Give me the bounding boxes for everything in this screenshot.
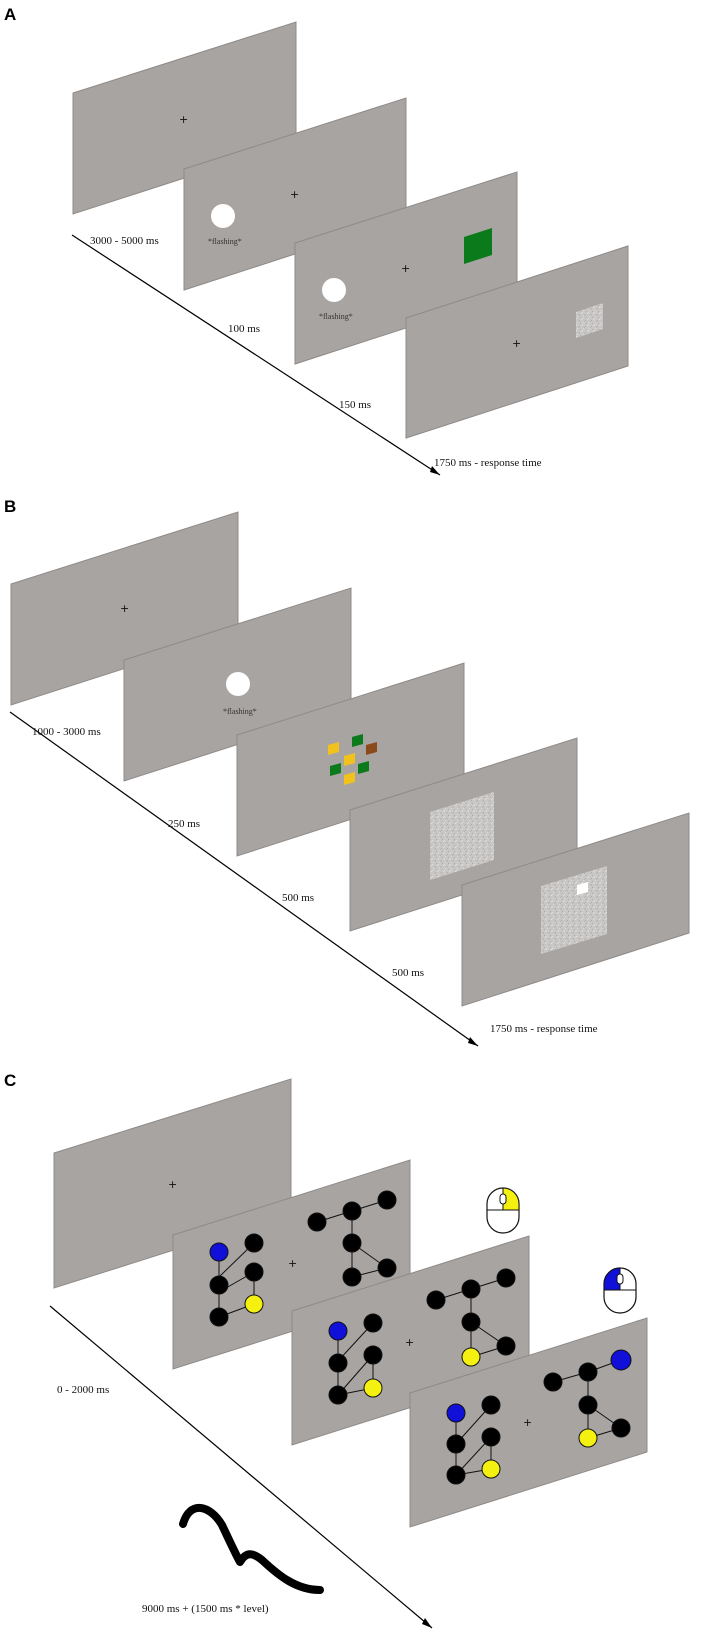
panel-letter-b: B <box>4 497 16 516</box>
fixation-cross: + <box>401 262 410 275</box>
mouse-left-click-icon <box>603 1267 637 1314</box>
fixation-cross: + <box>288 1257 297 1270</box>
screen-a4: + <box>405 245 629 439</box>
timing-label: 9000 ms + (1500 ms * level) <box>142 1603 269 1615</box>
mouse-right-click-icon <box>486 1187 520 1234</box>
screen-b5 <box>461 812 690 1007</box>
timeline-arrow-a <box>71 234 441 476</box>
screen-c3: + <box>291 1235 530 1446</box>
green-square <box>464 228 492 264</box>
timing-label: 3000 - 5000 ms <box>90 235 159 247</box>
panel-a: A + *flashing* + *flashing* + <box>4 5 629 476</box>
white-disc <box>211 204 235 228</box>
timing-label: 100 ms <box>228 323 260 335</box>
flashing-label: *flashing* <box>319 312 353 321</box>
fixation-cross: + <box>168 1178 177 1191</box>
timing-label: 500 ms <box>392 967 424 979</box>
screen-b2: *flashing* <box>123 587 352 782</box>
graph-left <box>209 1233 264 1327</box>
fixation-cross: + <box>405 1336 414 1349</box>
fixation-cross: + <box>512 337 521 350</box>
graph-right <box>307 1190 397 1287</box>
timing-label: 500 ms <box>282 892 314 904</box>
timing-label: 1000 - 3000 ms <box>32 726 101 738</box>
noise-patch <box>576 303 603 338</box>
noise-patch <box>430 792 494 880</box>
timing-label: 1750 ms - response time <box>490 1023 598 1035</box>
white-disc <box>226 672 250 696</box>
timing-label: 250 ms <box>168 818 200 830</box>
panel-letter-a: A <box>4 5 16 24</box>
fixation-cross: + <box>120 602 129 615</box>
graph-left <box>328 1313 383 1405</box>
noise-patch <box>541 866 607 954</box>
graph-right <box>543 1349 632 1448</box>
timing-label: 1750 ms - response time <box>434 457 542 469</box>
screen-a3: *flashing* + <box>294 171 518 365</box>
timing-label: 150 ms <box>339 399 371 411</box>
white-disc <box>322 278 346 302</box>
curly-brace-icon <box>179 1503 324 1594</box>
flashing-label: *flashing* <box>208 237 242 246</box>
timeline-arrow-b <box>9 711 479 1047</box>
fixation-cross: + <box>179 113 188 126</box>
color-patch-array <box>328 734 377 785</box>
graph-right <box>426 1268 516 1367</box>
flashing-label: *flashing* <box>223 707 257 716</box>
panel-c: C + + <box>4 1071 648 1629</box>
screen-b3 <box>236 662 465 857</box>
panel-b: B + *flashing* <box>4 497 690 1047</box>
fixation-cross: + <box>523 1416 532 1429</box>
probe-square <box>577 882 588 895</box>
graph-left <box>446 1395 501 1485</box>
panel-letter-c: C <box>4 1071 16 1090</box>
fixation-cross: + <box>290 188 299 201</box>
screen-c4: + <box>409 1317 648 1528</box>
timeline-arrow-c <box>49 1305 433 1629</box>
timing-label: 0 - 2000 ms <box>57 1384 109 1396</box>
